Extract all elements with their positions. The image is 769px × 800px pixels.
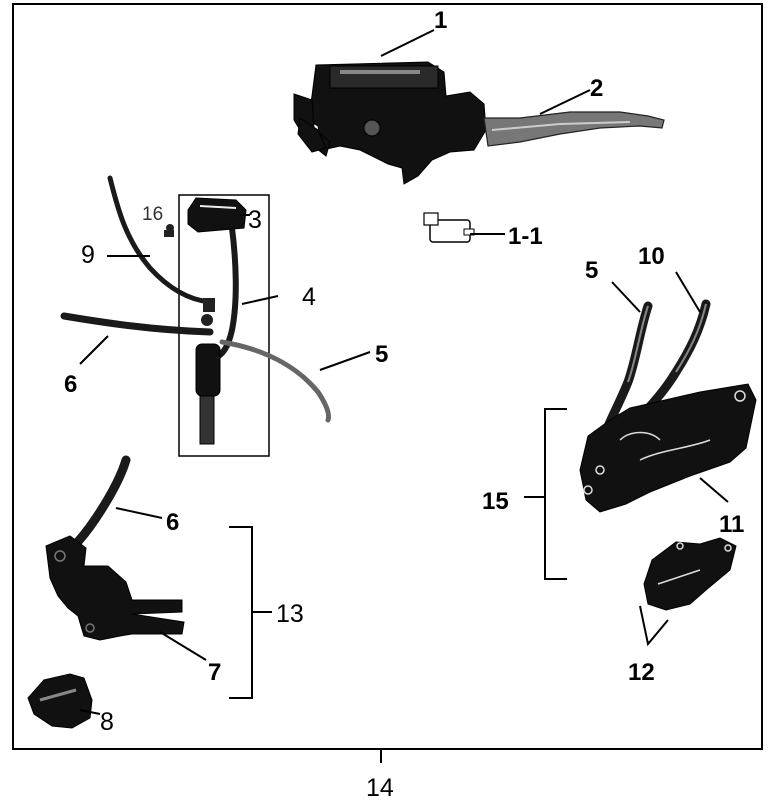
hose-9 xyxy=(107,175,213,305)
callout-16: 16 xyxy=(142,204,163,225)
box-3-4 xyxy=(178,194,270,457)
bracket-15 xyxy=(524,408,567,580)
callout-6-lower: 6 xyxy=(166,509,179,536)
reservoir-hose xyxy=(211,225,239,361)
hose-6-upper xyxy=(60,312,214,336)
callout-8: 8 xyxy=(100,708,114,736)
screw-16 xyxy=(164,224,174,237)
caliper-bracket xyxy=(579,383,757,513)
reservoir-3 xyxy=(187,197,247,233)
hose-6-lower xyxy=(67,455,131,553)
callout-15: 15 xyxy=(482,488,509,515)
callout-11: 11 xyxy=(719,511,744,538)
callout-7: 7 xyxy=(208,659,221,686)
brake-switch xyxy=(423,212,475,243)
callout-3: 3 xyxy=(248,206,262,234)
callout-6-upper: 6 xyxy=(64,371,77,398)
master-cylinder-assembly xyxy=(293,61,487,185)
callout-1: 1 xyxy=(434,7,447,34)
callout-13: 13 xyxy=(276,600,304,628)
caliper-detail xyxy=(583,390,746,495)
callout-4: 4 xyxy=(302,283,316,311)
callout-5-left: 5 xyxy=(375,341,388,368)
callout-2: 2 xyxy=(590,75,603,102)
rear-master-cylinder xyxy=(195,298,221,445)
callout-9: 9 xyxy=(81,241,95,269)
leader-lines xyxy=(79,29,729,715)
callout-14: 14 xyxy=(366,774,394,800)
callout-1-1: 1-1 xyxy=(508,223,543,250)
bracket-13 xyxy=(229,526,272,699)
callout-5-right: 5 xyxy=(585,257,598,284)
callout-10: 10 xyxy=(638,243,665,270)
caliper-7 xyxy=(45,535,185,641)
callout-12: 12 xyxy=(628,659,655,686)
brake-lever xyxy=(483,111,665,147)
pad-8 xyxy=(27,673,93,729)
hose-5 xyxy=(219,339,331,423)
